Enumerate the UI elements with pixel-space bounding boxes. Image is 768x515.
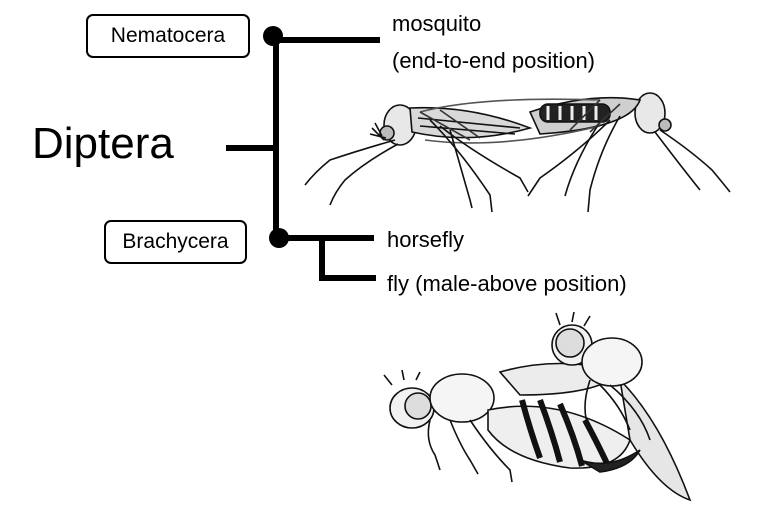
leaf-fly: fly (male-above position) [387, 271, 627, 296]
root-label-diptera: Diptera [32, 119, 174, 168]
brachycera-node [269, 228, 289, 248]
nematocera-node [263, 26, 283, 46]
mosquito-pair-illustration [304, 92, 731, 213]
tree-branches [226, 36, 380, 281]
leaf-mosquito-position: (end-to-end position) [392, 48, 596, 73]
clade-box-brachycera: Brachycera [104, 220, 247, 264]
leaf-mosquito-name: mosquito [392, 11, 482, 36]
clade-box-nematocera: Nematocera [86, 14, 250, 58]
fly-pair-illustration [383, 311, 692, 502]
leaf-horsefly: horsefly [387, 227, 465, 252]
